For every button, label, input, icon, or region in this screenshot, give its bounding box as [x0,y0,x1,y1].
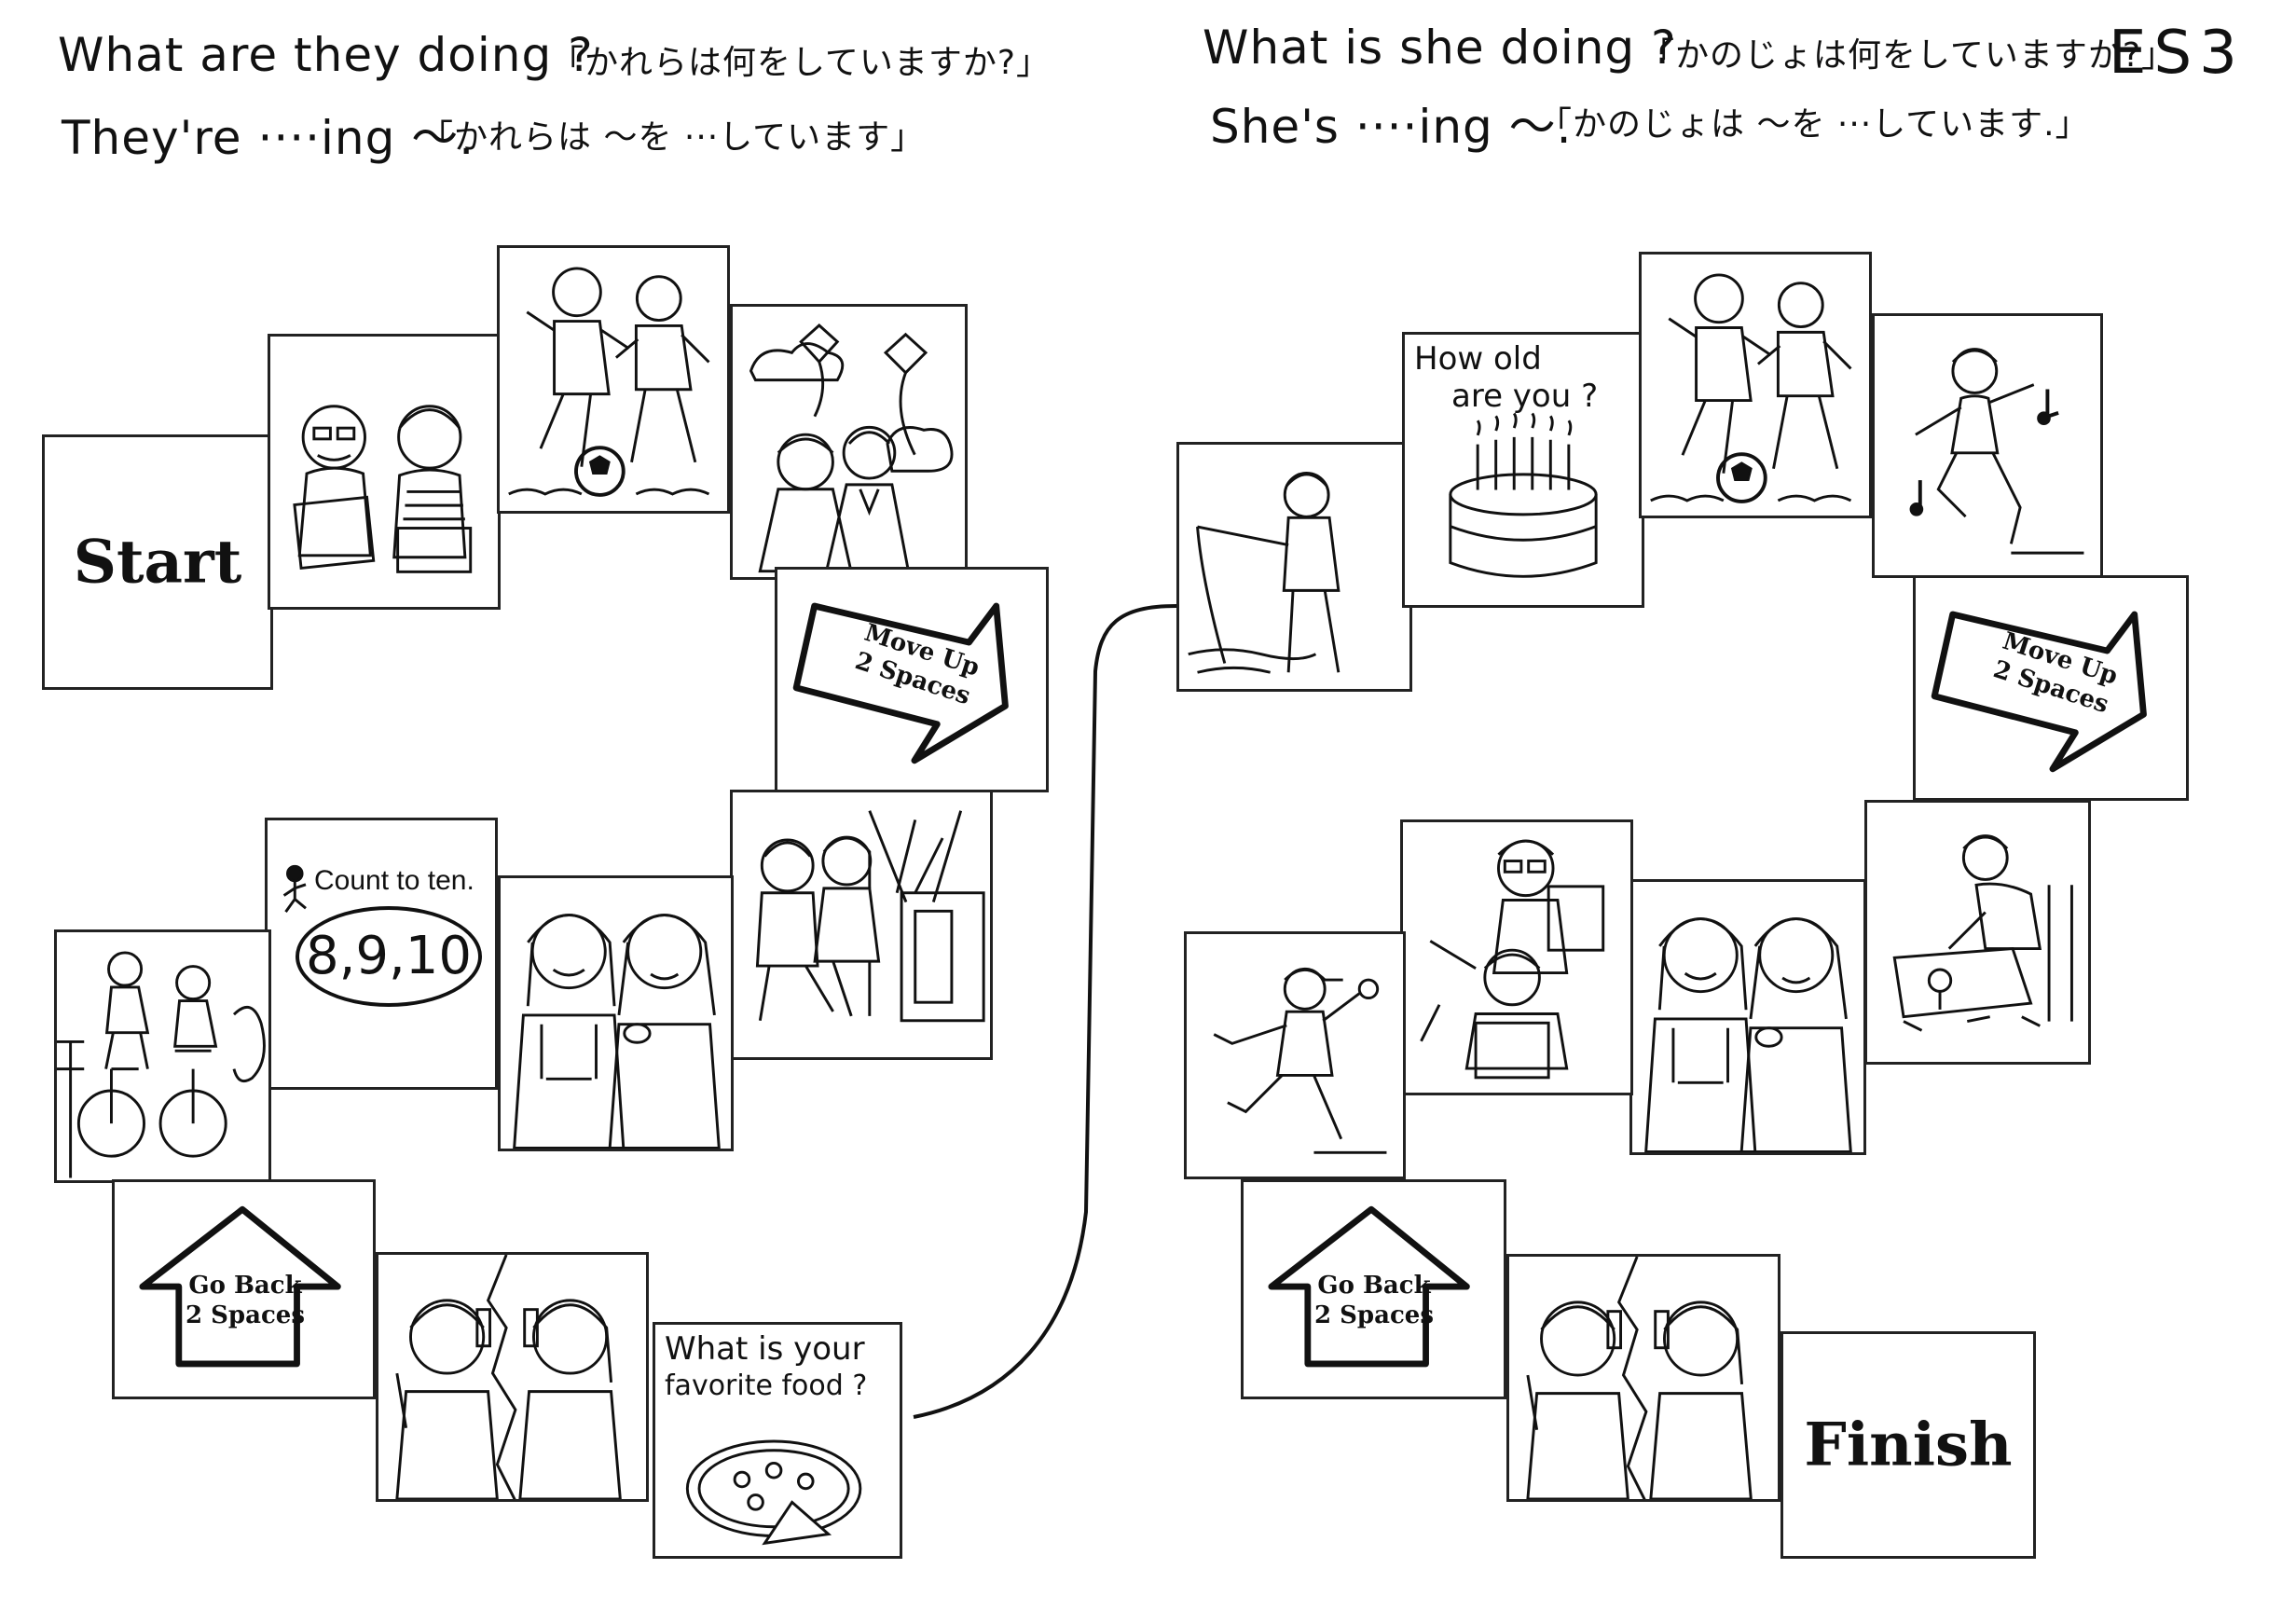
talking-on-phone-picture-icon [1526,1257,1753,1499]
eating-space-right[interactable] [1629,879,1866,1155]
fishing-picture-icon [1188,471,1340,674]
soccer-space[interactable] [497,245,730,514]
soccer-space-right[interactable] [1639,252,1872,518]
fishing-space[interactable] [1176,442,1412,692]
watching-tv-picture-icon [755,810,985,1023]
phone-space-left[interactable] [376,1252,649,1502]
go-back-line-2: 2 Spaces [1314,1301,1434,1329]
finish-space[interactable]: Finish [1780,1331,2036,1559]
food-question: What is your favorite food ? [665,1330,894,1405]
throwing-space[interactable] [1184,931,1406,1179]
age-question: How old are you ? [1414,340,1636,415]
down-arrow-icon [1931,611,2147,773]
reading-space-right[interactable] [1400,819,1633,1095]
age-question-line-1: How old [1414,340,1542,378]
food-question-space[interactable]: What is your favorite food ? [653,1322,902,1559]
reading-picture-icon [293,405,473,573]
start-space[interactable]: Start [42,434,273,690]
move-up-space-left[interactable]: Move Up 2 Spaces [775,567,1049,792]
riding-bikes-picture-icon [57,951,266,1178]
finish-label: Finish [1804,1410,2013,1480]
throwing-ball-picture-icon [1213,967,1387,1154]
playing-soccer-picture-icon [1650,273,1852,503]
pizza-picture-icon [685,1439,862,1546]
talking-on-phone-picture-icon [395,1255,622,1499]
food-question-line-2: favorite food ? [665,1369,868,1402]
go-back-space-left[interactable]: Go Back 2 Spaces [112,1179,376,1399]
eating-picture-icon [1644,917,1852,1152]
go-back-line-1: Go Back [1317,1272,1431,1300]
move-up-space-right[interactable]: Move Up 2 Spaces [1913,575,2189,801]
down-arrow-icon [792,602,1009,764]
go-back-label-left: Go Back 2 Spaces [152,1271,338,1330]
go-back-space-right[interactable]: Go Back 2 Spaces [1241,1179,1506,1399]
right-question: What is she doing ? [1203,21,1677,75]
up-arrow-icon [1268,1205,1470,1368]
drawing-picture-icon [1892,834,2073,1032]
reading-space[interactable] [268,334,501,610]
running-figure-icon [282,864,307,913]
up-arrow-icon [139,1205,341,1368]
left-question: What are they doing ? [58,28,594,82]
left-answer: They're ····ing ～. [62,111,475,165]
age-question-line-2: are you ? [1451,378,1599,415]
eating-space-left[interactable] [498,875,734,1151]
birthday-cake-picture-icon [1449,412,1598,578]
dancing-picture-icon [1909,348,2084,555]
count-title: Count to ten. [314,865,474,896]
left-answer-jp: 「かれらは ～を ···しています」 [419,118,926,157]
right-question-jp: 「かのじょは何をしていますか?」 [1641,36,2177,75]
flying-kites-picture-icon [749,323,954,573]
go-back-line-1: Go Back [188,1272,302,1300]
food-question-line-1: What is your [665,1330,865,1368]
tv-space[interactable] [730,790,993,1060]
start-label: Start [73,527,242,598]
phone-space-right[interactable] [1506,1254,1780,1502]
go-back-line-2: 2 Spaces [186,1301,305,1329]
drawing-space[interactable] [1864,800,2091,1065]
level-tag: ES3 [2109,19,2245,88]
playing-soccer-picture-icon [508,267,710,497]
go-back-label-right: Go Back 2 Spaces [1281,1271,1467,1330]
eating-picture-icon [513,914,721,1149]
count-bubble: 8,9,10 [296,906,482,1007]
reading-picture-icon [1420,839,1605,1080]
right-answer-jp: 「かのじょは ～を ···しています.」 [1538,105,2090,144]
age-question-space[interactable]: How old are you ? [1402,332,1644,608]
kites-space[interactable] [730,304,968,580]
left-question-jp: 「かれらは何をしていますか?」 [550,44,1052,82]
right-answer: She's ····ing ～. [1210,100,1573,154]
dancing-space[interactable] [1872,313,2103,578]
cycling-space[interactable] [54,929,271,1183]
count-space[interactable]: Count to ten. 8,9,10 [265,818,498,1090]
